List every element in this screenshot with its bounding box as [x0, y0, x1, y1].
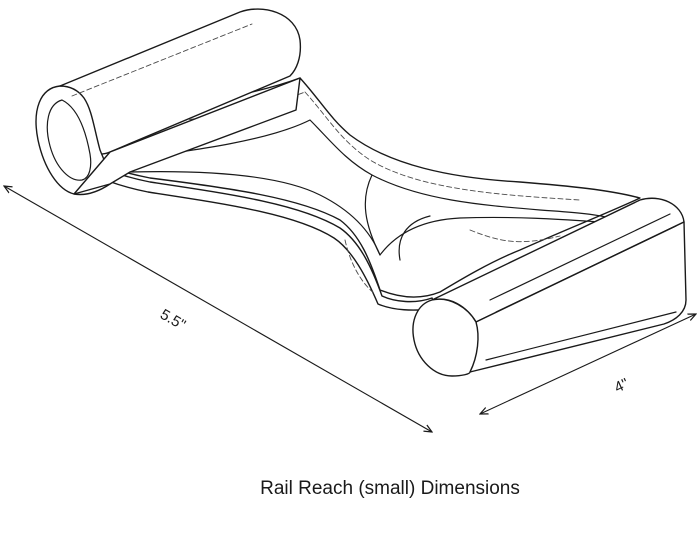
hidden-edge-2	[304, 91, 581, 201]
length-dimension-label: 5.5"	[157, 306, 188, 334]
width-dimension-label: 4"	[612, 375, 632, 396]
right-bar-groove-2	[495, 225, 677, 313]
left-cylinder-lip	[73, 77, 301, 195]
left-cylinder-end-inner	[46, 99, 92, 181]
length-dimension-line	[4, 186, 432, 432]
width-dimension-line	[480, 314, 696, 414]
figure-caption: Rail Reach (small) Dimensions	[260, 478, 520, 499]
right-bar-groove	[489, 213, 671, 301]
hidden-edge-4	[469, 229, 561, 243]
rail-reach-product	[35, 8, 687, 377]
width-dimension: 4"	[480, 314, 696, 414]
left-cylinder-seam	[71, 23, 253, 97]
